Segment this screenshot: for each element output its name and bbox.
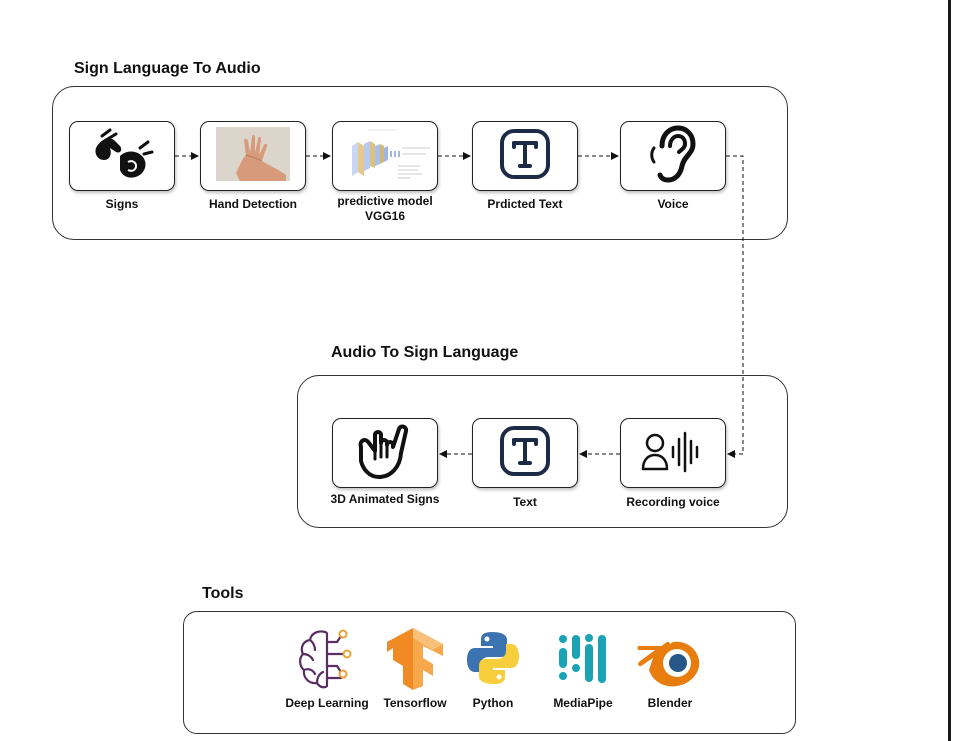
label-voice: Voice [657, 197, 689, 211]
python-logo [465, 630, 521, 691]
tool-label-deep-learning: Deep Learning [285, 696, 369, 710]
vgg16-architecture-diagram [338, 124, 432, 189]
label-hand-detection: Hand Detection [208, 197, 297, 211]
hand-gesture-icon [353, 421, 417, 486]
label-predictive-model: predictive model VGG16 [337, 194, 433, 223]
label-3d-animated-signs: 3D Animated Signs [330, 492, 440, 506]
label-signs: Signs [105, 197, 139, 211]
tensorflow-logo [385, 628, 445, 697]
voice-recording-icon [641, 429, 705, 478]
node-predicted-text[interactable] [472, 121, 578, 191]
node-predictive-model[interactable] [332, 121, 438, 191]
label-predicted-text: Prdicted Text [487, 197, 563, 211]
brain-circuit-icon [297, 628, 357, 695]
node-3d-animated-signs[interactable] [332, 418, 438, 488]
text-t-icon [499, 425, 551, 482]
ear-icon [650, 124, 696, 189]
section-title-sign-to-audio: Sign Language To Audio [74, 60, 261, 77]
tool-label-blender: Blender [647, 696, 693, 710]
label-recording-voice: Recording voice [626, 495, 720, 509]
blender-logo [637, 636, 703, 693]
node-text[interactable] [472, 418, 578, 488]
sign-language-hands-icon [90, 126, 154, 187]
node-hand-detection[interactable] [200, 121, 306, 191]
hand-photo [216, 126, 290, 186]
section-title-audio-to-sign: Audio To Sign Language [331, 344, 519, 361]
tool-label-tensorflow: Tensorflow [383, 696, 447, 710]
section-title-tools: Tools [202, 585, 244, 602]
tool-label-mediapipe: MediaPipe [553, 696, 613, 710]
node-signs[interactable] [69, 121, 175, 191]
label-text: Text [513, 495, 537, 509]
node-voice[interactable] [620, 121, 726, 191]
tool-label-python: Python [472, 696, 514, 710]
mediapipe-logo [558, 634, 608, 689]
node-recording-voice[interactable] [620, 418, 726, 488]
arrow-voice-to-recording [726, 155, 744, 458]
text-t-icon [499, 128, 551, 185]
window-edge [948, 0, 965, 741]
